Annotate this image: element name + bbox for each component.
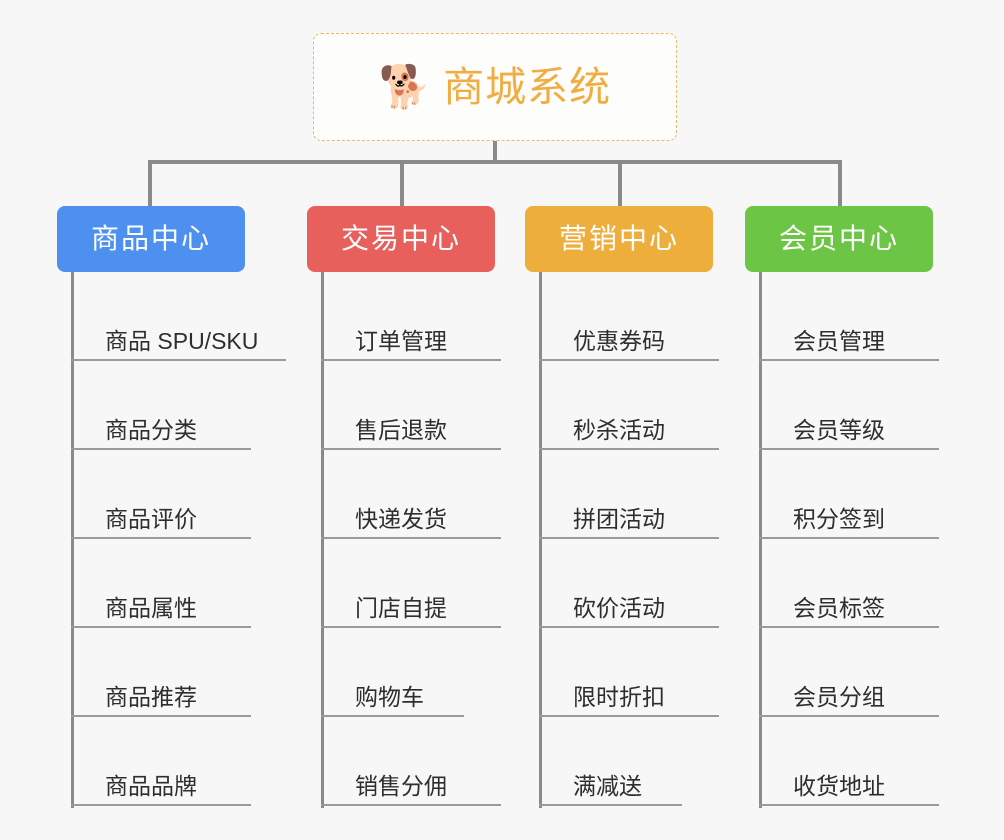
leaf-item-underline — [539, 626, 719, 628]
leaf-item-label: 门店自提 — [355, 595, 447, 621]
leaf-item-underline — [759, 626, 939, 628]
leaf-item-label: 满减送 — [573, 773, 642, 799]
category-box-trade-center[interactable]: 交易中心 — [307, 206, 495, 272]
connector-drop-product-center — [148, 160, 152, 206]
leaf-item-underline — [321, 715, 464, 717]
leaf-spine-trade-center — [321, 272, 324, 808]
leaf-item-label: 优惠券码 — [573, 328, 665, 354]
leaf-item-underline — [321, 448, 501, 450]
leaf-item-underline — [539, 359, 719, 361]
leaf-item[interactable]: 商品品牌 — [71, 717, 301, 806]
leaf-item[interactable]: 会员分组 — [759, 628, 989, 717]
category-box-marketing-center[interactable]: 营销中心 — [525, 206, 713, 272]
leaf-item-underline — [539, 537, 719, 539]
leaf-item[interactable]: 限时折扣 — [539, 628, 769, 717]
leaf-column-marketing-center: 优惠券码秒杀活动拼团活动砍价活动限时折扣满减送 — [539, 272, 769, 808]
leaf-item-label: 会员标签 — [793, 595, 885, 621]
leaf-item-label: 秒杀活动 — [573, 417, 665, 443]
connector-bus-right — [494, 160, 842, 164]
leaf-item[interactable]: 商品 SPU/SKU — [71, 272, 301, 361]
connector-bus-left — [148, 160, 494, 164]
leaf-item-label: 快递发货 — [355, 506, 447, 532]
leaf-item-underline — [71, 804, 251, 806]
leaf-spine-member-center — [759, 272, 762, 808]
leaf-column-product-center: 商品 SPU/SKU 商品分类商品评价商品属性商品推荐商品品牌 — [71, 272, 301, 808]
leaf-item-label: 订单管理 — [355, 328, 447, 354]
leaf-item-label: 商品 SPU/SKU — [105, 328, 259, 354]
leaf-column-member-center: 会员管理会员等级积分签到会员标签会员分组收货地址 — [759, 272, 989, 808]
leaf-item-label: 会员等级 — [793, 417, 885, 443]
leaf-item-underline — [759, 715, 939, 717]
leaf-item[interactable]: 会员标签 — [759, 539, 989, 628]
leaf-item-label: 销售分佣 — [355, 773, 447, 799]
leaf-item[interactable]: 收货地址 — [759, 717, 989, 806]
leaf-item-underline — [71, 359, 286, 361]
leaf-item[interactable]: 满减送 — [539, 717, 769, 806]
leaf-item-label: 限时折扣 — [573, 684, 665, 710]
root-node-title: 商城系统 — [443, 63, 612, 110]
leaf-column-trade-center: 订单管理售后退款快递发货门店自提购物车销售分佣 — [321, 272, 551, 808]
leaf-item-label: 购物车 — [355, 684, 424, 710]
leaf-spine-product-center — [71, 272, 74, 808]
leaf-item-label: 商品品牌 — [105, 773, 197, 799]
leaf-item-label: 会员管理 — [793, 328, 885, 354]
leaf-item[interactable]: 售后退款 — [321, 361, 551, 450]
leaf-item-underline — [759, 359, 939, 361]
category-box-product-center[interactable]: 商品中心 — [57, 206, 245, 272]
leaf-item[interactable]: 商品推荐 — [71, 628, 301, 717]
leaf-item-underline — [321, 804, 501, 806]
connector-drop-trade-center — [400, 160, 404, 206]
leaf-item[interactable]: 销售分佣 — [321, 717, 551, 806]
leaf-item-label: 积分签到 — [793, 506, 885, 532]
leaf-item-label: 收货地址 — [793, 773, 885, 799]
category-box-member-center[interactable]: 会员中心 — [745, 206, 933, 272]
connector-drop-marketing-center — [618, 160, 622, 206]
leaf-item[interactable]: 快递发货 — [321, 450, 551, 539]
leaf-item[interactable]: 积分签到 — [759, 450, 989, 539]
leaf-item[interactable]: 拼团活动 — [539, 450, 769, 539]
category-label-marketing-center: 营销中心 — [558, 223, 679, 254]
category-label-member-center: 会员中心 — [778, 223, 899, 254]
leaf-item-label: 会员分组 — [793, 684, 885, 710]
leaf-item[interactable]: 门店自提 — [321, 539, 551, 628]
leaf-item[interactable]: 秒杀活动 — [539, 361, 769, 450]
leaf-item[interactable]: 商品评价 — [71, 450, 301, 539]
category-label-trade-center: 交易中心 — [340, 223, 461, 254]
leaf-item-underline — [321, 537, 501, 539]
leaf-item-label: 拼团活动 — [573, 506, 665, 532]
leaf-item[interactable]: 购物车 — [321, 628, 551, 717]
leaf-item-underline — [321, 626, 501, 628]
leaf-item[interactable]: 砍价活动 — [539, 539, 769, 628]
leaf-item-underline — [759, 448, 939, 450]
leaf-item-underline — [71, 448, 251, 450]
leaf-item-underline — [71, 626, 251, 628]
leaf-item-underline — [539, 448, 719, 450]
leaf-item-underline — [321, 359, 501, 361]
leaf-item-label: 商品分类 — [105, 417, 197, 443]
leaf-item[interactable]: 优惠券码 — [539, 272, 769, 361]
connector-root-stem — [493, 141, 497, 163]
leaf-item[interactable]: 会员等级 — [759, 361, 989, 450]
leaf-item-label: 砍价活动 — [573, 595, 665, 621]
leaf-item-underline — [539, 804, 682, 806]
category-label-product-center: 商品中心 — [90, 223, 211, 254]
leaf-item-label: 售后退款 — [355, 417, 447, 443]
leaf-item-label: 商品评价 — [105, 506, 197, 532]
dog-face-icon: 🐕 — [378, 63, 432, 110]
leaf-item-underline — [759, 537, 939, 539]
leaf-item[interactable]: 订单管理 — [321, 272, 551, 361]
leaf-item[interactable]: 商品分类 — [71, 361, 301, 450]
leaf-item[interactable]: 商品属性 — [71, 539, 301, 628]
leaf-item-underline — [759, 804, 939, 806]
leaf-item-underline — [71, 715, 251, 717]
leaf-item-label: 商品属性 — [105, 595, 197, 621]
leaf-item[interactable]: 会员管理 — [759, 272, 989, 361]
leaf-spine-marketing-center — [539, 272, 542, 808]
leaf-item-underline — [71, 537, 251, 539]
connector-drop-member-center — [838, 160, 842, 206]
leaf-item-underline — [539, 715, 719, 717]
leaf-item-label: 商品推荐 — [105, 684, 197, 710]
root-node-mall-system[interactable]: 🐕 商城系统 — [313, 33, 677, 141]
